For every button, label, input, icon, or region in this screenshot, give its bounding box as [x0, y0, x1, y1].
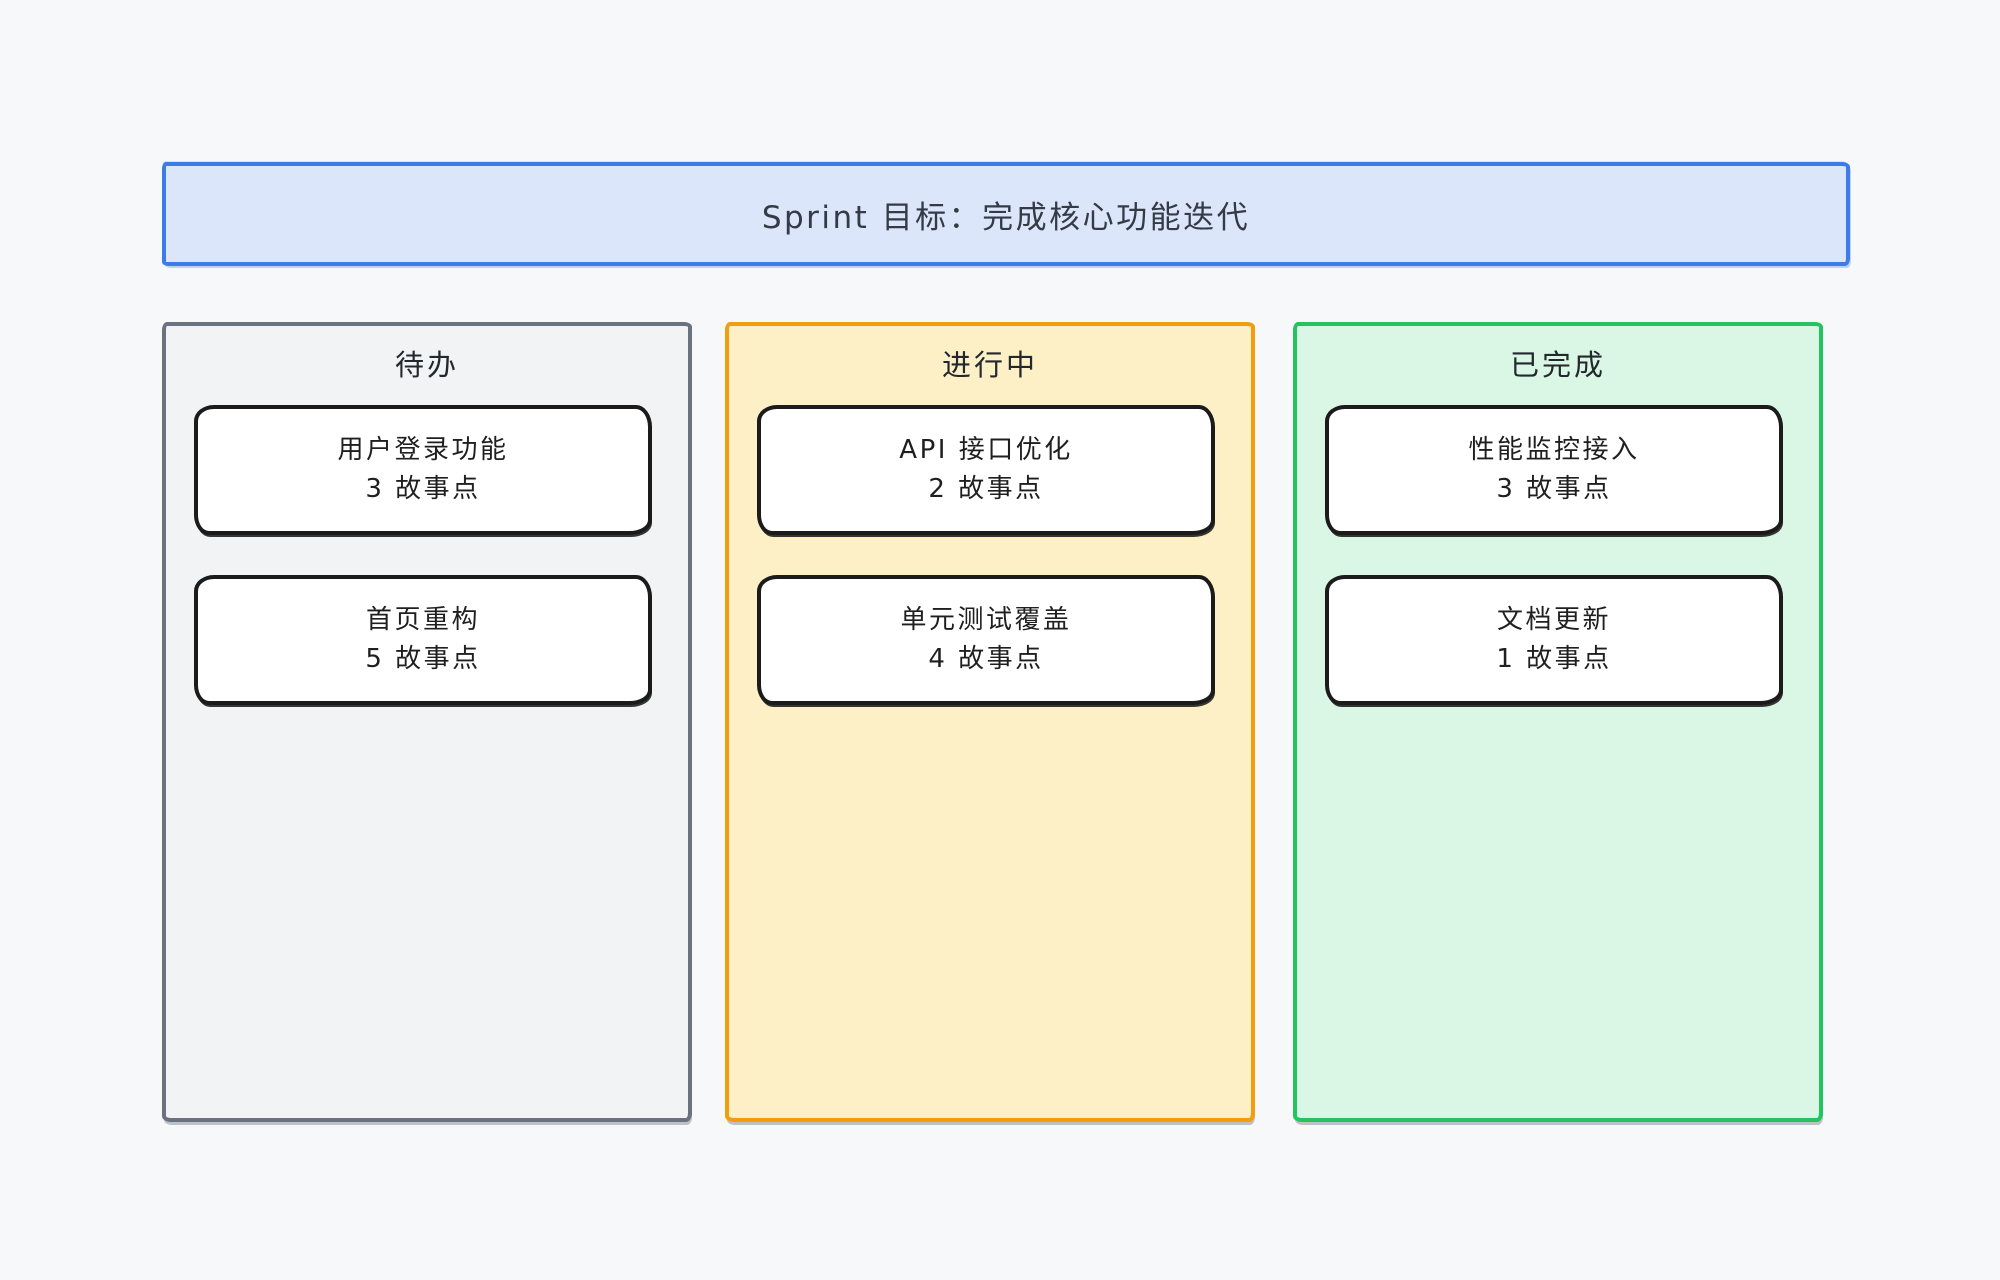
column-done: 已完成 性能监控接入 3 故事点 文档更新 1 故事点: [1293, 322, 1823, 1122]
task-card-unit-test-coverage[interactable]: 单元测试覆盖 4 故事点: [757, 575, 1215, 705]
task-title: 文档更新: [1496, 604, 1611, 635]
task-card-performance-monitoring[interactable]: 性能监控接入 3 故事点: [1325, 405, 1783, 535]
column-in-progress: 进行中 API 接口优化 2 故事点 单元测试覆盖 4 故事点: [725, 322, 1255, 1122]
task-title: 用户登录功能: [337, 434, 509, 465]
task-points: 1 故事点: [1496, 643, 1612, 674]
task-title: API 接口优化: [899, 434, 1073, 465]
column-todo: 待办 用户登录功能 3 故事点 首页重构 5 故事点: [162, 322, 692, 1122]
task-card-api-optimization[interactable]: API 接口优化 2 故事点: [757, 405, 1215, 535]
sprint-goal-text: Sprint 目标：完成核心功能迭代: [761, 199, 1251, 236]
task-title: 单元测试覆盖: [900, 604, 1072, 635]
column-in-progress-title: 进行中: [941, 348, 1038, 382]
task-points: 3 故事点: [365, 473, 481, 504]
sprint-goal-banner: Sprint 目标：完成核心功能迭代: [162, 162, 1850, 266]
task-points: 3 故事点: [1496, 473, 1612, 504]
task-card-homepage-refactor[interactable]: 首页重构 5 故事点: [194, 575, 652, 705]
task-card-doc-update[interactable]: 文档更新 1 故事点: [1325, 575, 1783, 705]
task-points: 5 故事点: [365, 643, 481, 674]
task-points: 4 故事点: [928, 643, 1044, 674]
column-done-title: 已完成: [1509, 348, 1606, 382]
task-card-user-login[interactable]: 用户登录功能 3 故事点: [194, 405, 652, 535]
task-title: 首页重构: [365, 604, 480, 635]
task-points: 2 故事点: [928, 473, 1044, 504]
column-todo-title: 待办: [394, 348, 459, 382]
task-title: 性能监控接入: [1468, 434, 1640, 465]
